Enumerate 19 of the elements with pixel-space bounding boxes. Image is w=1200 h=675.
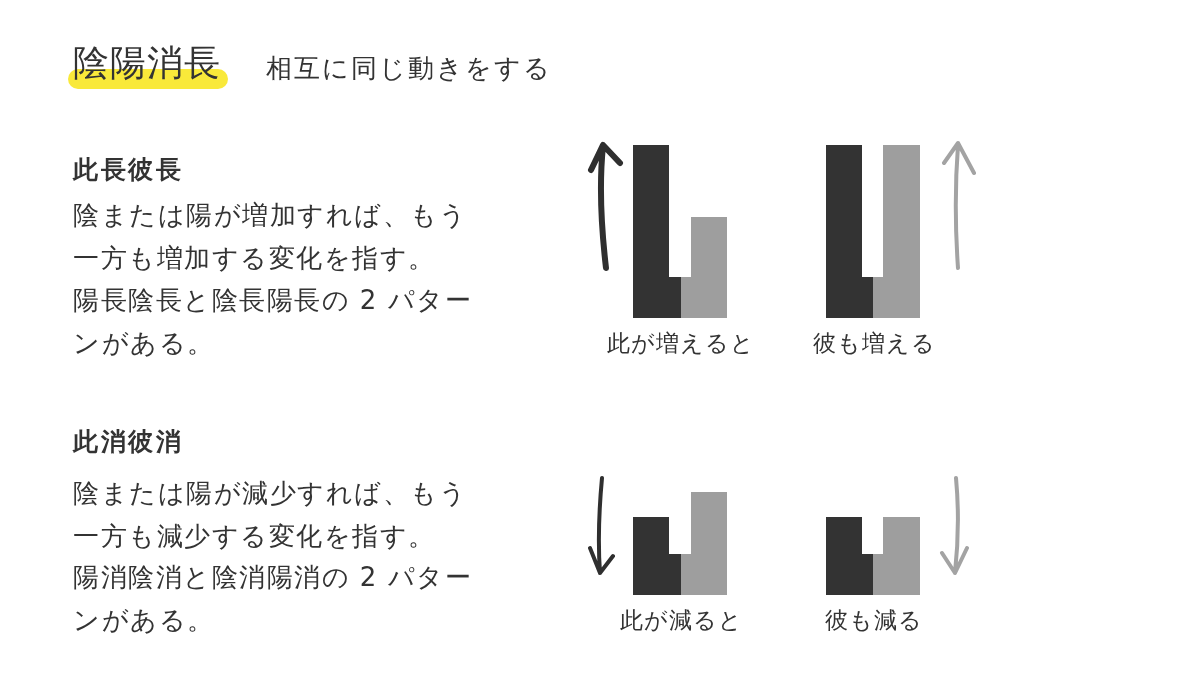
yang-bar [681, 217, 727, 318]
yin-bar [826, 517, 873, 595]
section-heading: 此長彼長 [73, 154, 183, 186]
body-text: 陽長陰長と陰長陽長の 2 パターンがある。 [73, 284, 474, 360]
figure-caption: 此が増えると [607, 329, 755, 358]
yin-bar [826, 145, 873, 318]
yin-bar [633, 145, 681, 318]
body-text: 陰または陽が増加すれば、もう一方も増加する変化を指す。 [73, 199, 468, 275]
yin-bar [633, 517, 681, 595]
section-heading: 此消彼消 [73, 426, 183, 458]
body-text: 陰または陽が減少すれば、もう一方も減少する変化を指す。 [73, 477, 468, 553]
yang-bar [681, 492, 727, 595]
subtitle: 相互に同じ動きをする [266, 52, 552, 85]
figure-caption: 此が減ると [619, 606, 743, 635]
body-text: 陽消陰消と陰消陽消の 2 パターンがある。 [73, 561, 474, 637]
figure-caption: 彼も減る [825, 606, 923, 635]
yang-bar [873, 517, 920, 595]
figure-caption: 彼も増える [812, 329, 936, 358]
yang-bar [873, 145, 920, 318]
